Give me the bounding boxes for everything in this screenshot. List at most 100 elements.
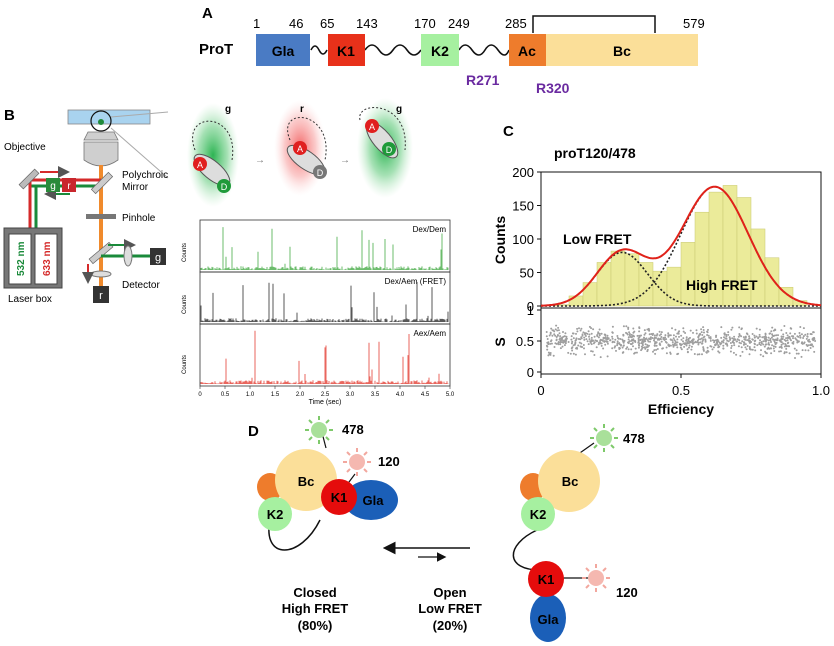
x-tick-label: 1.0 [812,383,830,398]
s-point [685,336,688,339]
s-point [728,336,731,339]
s-point [590,350,593,353]
s-point [703,331,705,334]
s-point [580,342,583,345]
s-point [562,339,564,342]
s-point [585,338,588,341]
s-point [751,348,754,351]
s-point [751,338,754,341]
s-point [656,338,659,341]
open-gla-label: Gla [538,612,560,627]
time-tick-label: 1.0 [246,392,255,398]
donor-label-2: D [317,168,324,178]
s-point [627,338,630,341]
s-point [686,351,689,354]
s-point [704,340,707,343]
y-tick-label: 150 [512,199,534,214]
s-point [650,333,653,335]
s-point [559,341,562,344]
s-point [806,335,809,338]
s-point [581,346,584,348]
s-point [590,327,593,330]
open-dye-120: 120 [582,564,638,600]
s-point [753,336,756,339]
s-point [618,342,621,345]
s-point [755,327,758,330]
beam-label-r: r [67,181,71,192]
s-point [702,329,705,331]
time-axis-label: Time (sec) [309,399,342,406]
closed-k2-label: K2 [267,507,284,522]
s-point [723,332,726,335]
domain-k1-label: K1 [337,43,355,59]
x-tick-label: 0 [537,383,544,398]
s-point [785,332,788,334]
s-point [697,341,700,344]
trace-2 [200,282,449,322]
domain-k2-label: K2 [431,43,449,59]
s-point [561,337,563,340]
s-point [619,347,621,350]
s-point [753,346,756,349]
s-point [545,335,548,338]
label-objective: Objective [4,142,46,153]
s-point [814,340,817,342]
s-point [722,347,725,350]
s-point [758,328,761,331]
s-point [606,334,609,337]
s-point [745,332,748,335]
s-point [590,332,593,335]
s-point [622,340,625,343]
s-point [622,325,625,328]
s-point [684,332,687,334]
s-point [572,337,575,340]
hist-bar [638,262,654,307]
s-point [762,355,765,358]
s-point [604,343,607,346]
sample-slide [67,109,151,125]
s-point [760,341,763,343]
s-point [742,341,745,344]
s-point [574,342,577,345]
s-point [709,345,712,348]
s-point [593,335,596,338]
s-point [760,349,762,352]
s-point [550,327,553,330]
s-point [606,336,609,339]
s-point [570,338,573,341]
s-point [663,338,666,341]
s-point [771,334,774,337]
s-point [658,338,661,341]
s-tick-label: 0.5 [516,334,534,349]
hist-bar [778,286,794,307]
s-point [627,328,630,330]
s-point [611,325,614,328]
hist-bar [750,228,766,307]
s-point [709,337,712,340]
s-point [737,345,740,348]
panel-b-letter: B [4,107,15,124]
panel-c-letter: C [503,123,514,140]
s-point [737,335,740,338]
s-point [602,347,605,350]
s-point [702,346,705,349]
state-green-1: g A D [187,103,239,207]
s-point [722,344,725,347]
s-point [702,336,705,339]
s-point [813,350,816,353]
s-point [620,344,622,347]
residue-285: 285 [505,16,527,31]
s-point [770,341,772,343]
s-point [565,337,568,340]
s-point [646,344,649,347]
time-tick-label: 3.5 [371,392,380,398]
s-point [655,334,658,337]
s-point [722,339,725,342]
s-point [679,342,681,345]
s-point [637,346,640,349]
s-point [594,339,597,342]
s-point [797,335,800,338]
s-point [574,353,577,356]
s-point [764,340,767,343]
open-dye-478: 478 [590,424,645,452]
